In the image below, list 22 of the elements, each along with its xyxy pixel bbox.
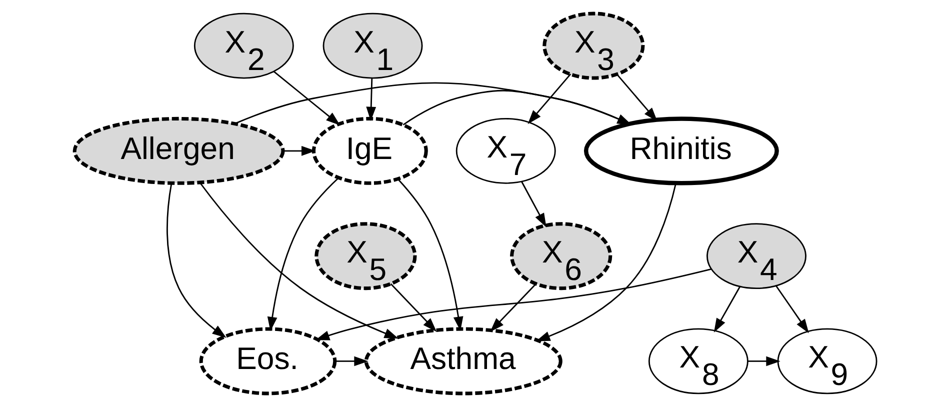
arrow <box>713 286 740 333</box>
arrow <box>490 283 536 332</box>
arrow <box>747 356 780 366</box>
arrow <box>397 178 463 331</box>
node-ellipse: IgE <box>311 116 428 185</box>
node-ellipse: Rhinitis <box>583 116 778 186</box>
arrow <box>527 74 571 124</box>
node-ellipse: Allergen <box>72 116 284 185</box>
arrow <box>234 82 632 125</box>
arrow <box>390 283 436 332</box>
arrow <box>520 181 546 228</box>
arrow <box>166 183 226 338</box>
arrow <box>775 286 808 334</box>
arrow <box>366 78 376 121</box>
arrow <box>272 70 340 126</box>
arrow <box>402 90 632 126</box>
node-ellipse: Eos. <box>198 327 336 396</box>
arrow <box>198 182 398 339</box>
arrow <box>266 177 339 332</box>
arrow <box>535 182 676 342</box>
arrow <box>334 356 368 366</box>
arrow <box>282 146 316 156</box>
